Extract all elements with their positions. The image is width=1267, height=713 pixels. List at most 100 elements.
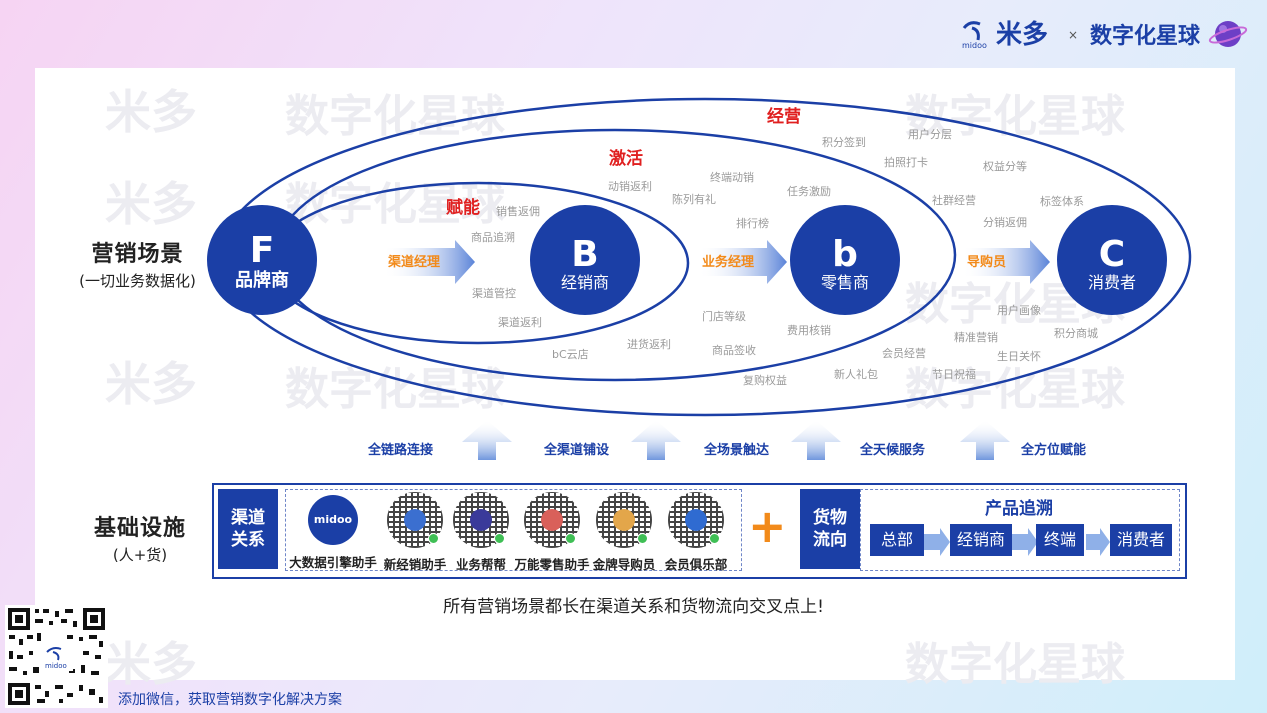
tool-logo-text: midoo xyxy=(313,513,353,526)
tool-label: 新经销助手 xyxy=(383,557,447,572)
tag: 分销返佣 xyxy=(983,215,1027,229)
tag: 生日关怀 xyxy=(997,349,1041,363)
brand-partner: 数字化星球 xyxy=(1090,23,1201,49)
trace-step-dealer: 经销商 xyxy=(950,524,1012,556)
tag: 新人礼包 xyxy=(834,367,878,381)
tag: 复购权益 xyxy=(743,373,787,387)
tool-gold-guide[interactable]: 金牌导购员 xyxy=(590,492,658,573)
qr-label: midoo xyxy=(45,662,67,670)
node-B-letter: B xyxy=(571,234,598,275)
channel-tag-text: 渠道关系 xyxy=(231,508,265,550)
base-label: 基础设施 (人+货) xyxy=(75,510,205,565)
node-F-label: 品牌商 xyxy=(235,269,289,291)
trace-step-terminal: 终端 xyxy=(1036,524,1084,556)
role-arrow-guide: 导购员 xyxy=(962,240,1050,284)
tag: bC云店 xyxy=(552,347,589,361)
capability-label: 全链路连接 xyxy=(367,442,433,458)
tool-label: 万能零售助手 xyxy=(514,557,590,572)
role-channel-manager: 渠道经理 xyxy=(387,254,440,270)
wechat-qr-code[interactable]: midoo xyxy=(5,605,108,708)
tool-bigdata[interactable]: midoo 大数据引擎助手 xyxy=(287,495,379,571)
brand-cross: × xyxy=(1068,28,1078,42)
footer-cta: 添加微信，获取营销数字化解决方案 xyxy=(118,692,342,708)
node-C-label: 消费者 xyxy=(1088,273,1136,292)
role-arrow-channel: 渠道经理 xyxy=(383,240,475,284)
capability-label: 全天候服务 xyxy=(859,442,926,458)
mini-program-qr-icon xyxy=(596,492,652,548)
tag: 节日祝福 xyxy=(932,367,976,381)
capability-label: 全渠道铺设 xyxy=(543,442,610,458)
tag: 积分商城 xyxy=(1054,326,1098,340)
tag: 社群经营 xyxy=(932,193,976,207)
role-business-manager: 业务经理 xyxy=(702,254,754,270)
tag: 排行榜 xyxy=(736,216,769,230)
tag: 渠道返利 xyxy=(498,315,542,329)
tag: 积分签到 xyxy=(822,135,866,149)
plus-sign: + xyxy=(748,499,787,553)
scene-title: 营销场景 xyxy=(91,242,184,267)
qr-code-icon: midoo xyxy=(5,605,108,708)
tool-new-dealer[interactable]: 新经销助手 xyxy=(381,492,449,573)
node-b: b 零售商 xyxy=(790,205,900,315)
node-b-letter: b xyxy=(832,234,858,275)
goods-tag-text: 货物流向 xyxy=(813,508,847,550)
capability-label: 全方位赋能 xyxy=(1020,442,1086,458)
node-B-label: 经销商 xyxy=(561,273,609,292)
brand-logo-text: 米多 xyxy=(996,20,1048,50)
role-arrow-business: 业务经理 xyxy=(698,240,787,284)
tag: 商品追溯 xyxy=(471,230,515,244)
tag: 动销返利 xyxy=(608,179,652,193)
trace-arrows xyxy=(924,528,1110,556)
base-subtitle: (人+货) xyxy=(112,546,168,564)
role-shopping-guide: 导购员 xyxy=(967,254,1006,270)
tag: 用户分层 xyxy=(908,127,952,141)
scene-subtitle: (一切业务数据化) xyxy=(79,272,196,290)
layer-activate-label: 激活 xyxy=(609,148,643,169)
tag: 陈列有礼 xyxy=(672,192,716,206)
trace-title: 产品追溯 xyxy=(985,499,1053,519)
tag: 进货返利 xyxy=(627,337,671,351)
tag: 会员经营 xyxy=(882,346,926,360)
brand-header: midoo 米多 × 数字化星球 xyxy=(958,16,1248,52)
tool-business-helper[interactable]: 业务帮帮 xyxy=(449,492,513,573)
scene-label: 营销场景 (一切业务数据化) xyxy=(65,236,210,291)
trace-step-hq: 总部 xyxy=(870,524,924,556)
tool-label: 金牌导购员 xyxy=(592,557,656,572)
mini-program-qr-icon xyxy=(387,492,443,548)
layer-operate-label: 经营 xyxy=(767,106,801,127)
conclusion-text: 所有营销场景都长在渠道关系和货物流向交叉点上! xyxy=(443,597,824,617)
tool-label: 业务帮帮 xyxy=(455,557,506,572)
tag: 销售返佣 xyxy=(496,204,540,218)
node-C-letter: C xyxy=(1099,234,1125,275)
mini-program-qr-icon xyxy=(453,492,509,548)
mini-program-qr-icon xyxy=(668,492,724,548)
brand-logo: midoo 米多 × 数字化星球 xyxy=(962,20,1248,50)
tools-group xyxy=(285,489,742,571)
node-C: C 消费者 xyxy=(1057,205,1167,315)
node-F: F 品牌商 xyxy=(207,205,317,315)
tag: 任务激励 xyxy=(787,184,831,198)
trace-group xyxy=(860,489,1180,571)
brand-logo-sub: midoo xyxy=(962,41,987,50)
up-arrows xyxy=(462,420,1010,460)
tool-member-club[interactable]: 会员俱乐部 xyxy=(660,492,732,573)
trace-step-consumer: 消费者 xyxy=(1110,524,1172,556)
tag: 渠道管控 xyxy=(472,286,516,300)
channel-tag: 渠道关系 xyxy=(218,489,278,569)
tag: 精准营销 xyxy=(954,330,998,344)
tool-retail-assistant[interactable]: 万能零售助手 xyxy=(512,492,592,573)
tag: 拍照打卡 xyxy=(884,155,928,169)
goods-tag: 货物流向 xyxy=(800,489,860,569)
tag: 标签体系 xyxy=(1040,194,1084,208)
tag: 费用核销 xyxy=(787,323,831,337)
tag: 门店等级 xyxy=(702,309,746,323)
node-F-letter: F xyxy=(250,230,275,271)
node-B: B 经销商 xyxy=(530,205,640,315)
capability-label: 全场景触达 xyxy=(703,442,769,458)
node-b-label: 零售商 xyxy=(821,273,869,292)
tag: 终端动销 xyxy=(710,170,754,184)
mini-program-qr-icon xyxy=(524,492,580,548)
planet-icon xyxy=(1208,21,1248,47)
tag: 权益分等 xyxy=(983,159,1027,173)
